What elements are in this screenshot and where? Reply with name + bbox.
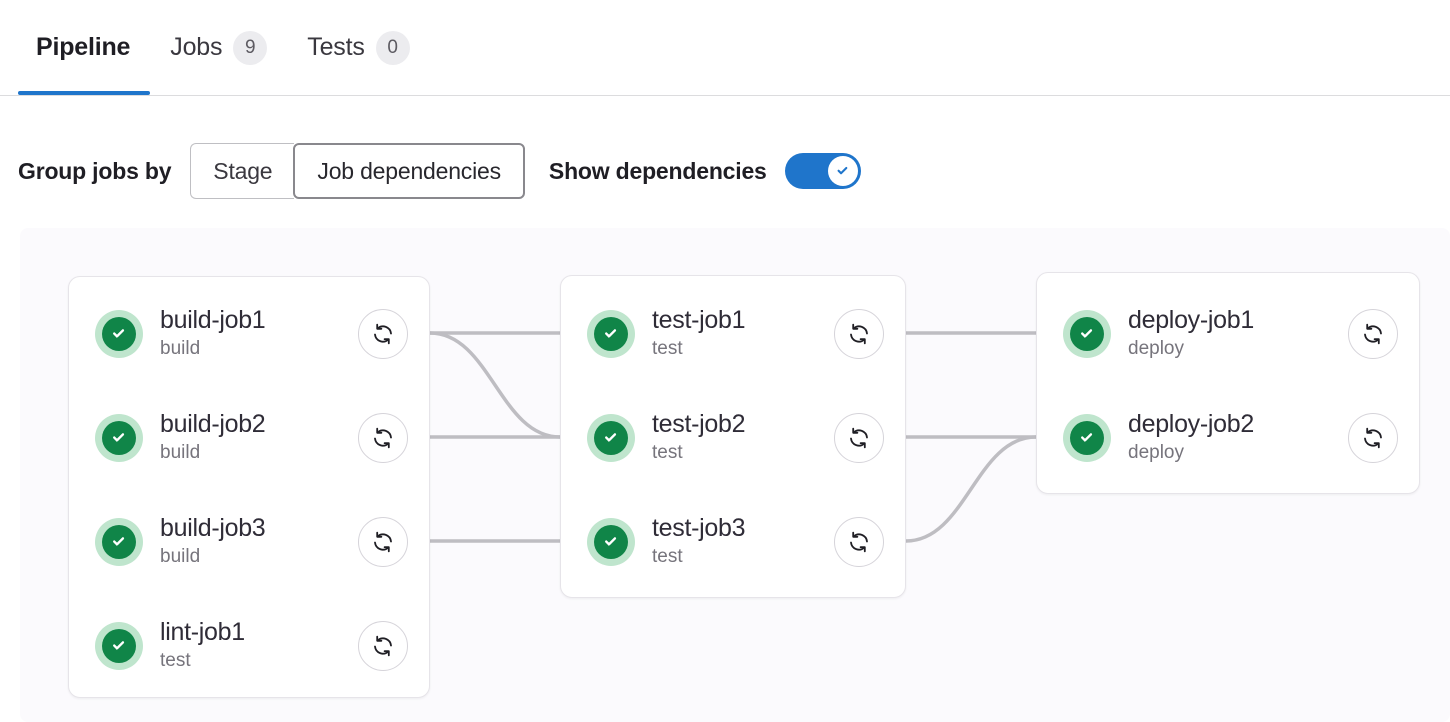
- check-circle-icon: [587, 518, 635, 566]
- job-name: test-job2: [652, 410, 746, 439]
- tab-active-indicator: [18, 91, 151, 95]
- check-circle-icon: [1063, 310, 1111, 358]
- group-jobs-by-segmented-control[interactable]: Stage Job dependencies: [190, 143, 525, 199]
- retry-icon[interactable]: [834, 413, 884, 463]
- job-stage: test: [652, 442, 683, 464]
- job-stage: build: [160, 338, 201, 360]
- check-circle-icon: [587, 310, 635, 358]
- link-test-job3-deploy-job2: [904, 435, 1038, 543]
- job-item-lint-job1[interactable]: lint-job1 test: [69, 594, 429, 698]
- retry-icon[interactable]: [358, 621, 408, 671]
- retry-icon[interactable]: [834, 517, 884, 567]
- check-circle-icon: [1063, 414, 1111, 462]
- show-dependencies-label: Show dependencies: [548, 157, 767, 184]
- job-item-deploy-job2[interactable]: deploy-job2 deploy: [1037, 386, 1419, 490]
- check-circle-icon: [95, 518, 143, 566]
- job-stage: test: [652, 338, 683, 360]
- retry-icon[interactable]: [358, 309, 408, 359]
- job-group-2: test-job1 test test-job2: [560, 275, 906, 598]
- job-text: build-job3 build: [160, 514, 358, 570]
- check-circle-icon: [95, 414, 143, 462]
- job-name: test-job3: [652, 514, 746, 543]
- retry-icon[interactable]: [358, 413, 408, 463]
- group-by-stage-button[interactable]: Stage: [190, 143, 295, 199]
- link-build-job1-test-job2: [428, 331, 562, 439]
- job-item-test-job2[interactable]: test-job2 test: [561, 386, 905, 490]
- job-item-build-job3[interactable]: build-job3 build: [69, 490, 429, 594]
- job-item-deploy-job1[interactable]: deploy-job1 deploy: [1037, 282, 1419, 386]
- tab-jobs-badge: 9: [233, 30, 268, 65]
- job-name: deploy-job1: [1128, 306, 1254, 335]
- toggle-knob: [827, 156, 858, 186]
- job-text: build-job2 build: [160, 410, 358, 466]
- show-dependencies-toggle[interactable]: [784, 153, 861, 189]
- job-item-test-job3[interactable]: test-job3 test: [561, 490, 905, 594]
- pipeline-graph-canvas: build-job1 build build-job2: [20, 228, 1450, 722]
- retry-icon[interactable]: [358, 517, 408, 567]
- job-stage: build: [160, 546, 201, 568]
- job-text: test-job3 test: [652, 514, 834, 570]
- job-stage: test: [160, 650, 191, 672]
- retry-icon[interactable]: [1348, 413, 1398, 463]
- retry-icon[interactable]: [1348, 309, 1398, 359]
- job-text: test-job2 test: [652, 410, 834, 466]
- job-item-build-job2[interactable]: build-job2 build: [69, 386, 429, 490]
- job-text: build-job1 build: [160, 306, 358, 362]
- retry-icon[interactable]: [834, 309, 884, 359]
- job-name: build-job2: [160, 410, 266, 439]
- job-text: lint-job1 test: [160, 618, 358, 674]
- tab-tests[interactable]: Tests 0: [287, 0, 429, 95]
- job-text: test-job1 test: [652, 306, 834, 362]
- job-group-3: deploy-job1 deploy deploy-jo: [1036, 272, 1420, 494]
- job-group-1: build-job1 build build-job2: [68, 276, 430, 698]
- tab-tests-badge: 0: [375, 30, 410, 65]
- job-item-build-job1[interactable]: build-job1 build: [69, 282, 429, 386]
- tab-pipeline[interactable]: Pipeline: [18, 0, 151, 95]
- tab-bar: Pipeline Jobs 9 Tests 0: [0, 0, 1450, 98]
- tab-jobs-label: Jobs: [170, 33, 223, 61]
- job-name: build-job1: [160, 306, 266, 335]
- job-stage: build: [160, 442, 201, 464]
- job-name: build-job3: [160, 514, 266, 543]
- check-icon: [837, 166, 847, 175]
- job-name: deploy-job2: [1128, 410, 1254, 439]
- tab-pipeline-label: Pipeline: [36, 33, 131, 61]
- check-circle-icon: [95, 622, 143, 670]
- group-by-job-dependencies-button[interactable]: Job dependencies: [293, 143, 525, 199]
- check-circle-icon: [95, 310, 143, 358]
- job-stage: test: [652, 546, 683, 568]
- job-item-test-job1[interactable]: test-job1 test: [561, 282, 905, 386]
- tab-list: Pipeline Jobs 9 Tests 0: [18, 0, 430, 95]
- check-circle-icon: [587, 414, 635, 462]
- pipeline-controls: Group jobs by Stage Job dependencies Sho…: [18, 143, 861, 199]
- group-jobs-by-label: Group jobs by: [18, 157, 172, 184]
- tab-tests-label: Tests: [307, 33, 365, 61]
- job-stage: deploy: [1128, 442, 1184, 464]
- tab-bar-divider: [0, 95, 1450, 96]
- job-name: lint-job1: [160, 618, 245, 647]
- job-text: deploy-job2 deploy: [1128, 410, 1348, 466]
- job-stage: deploy: [1128, 338, 1184, 360]
- job-name: test-job1: [652, 306, 746, 335]
- tab-jobs[interactable]: Jobs 9: [150, 0, 287, 95]
- job-text: deploy-job1 deploy: [1128, 306, 1348, 362]
